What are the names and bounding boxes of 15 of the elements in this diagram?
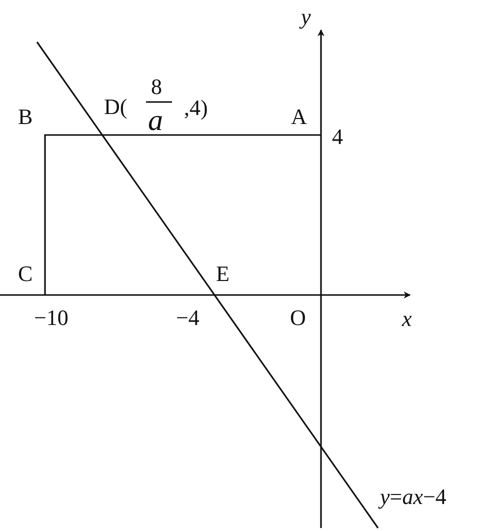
tick-label: 4 bbox=[332, 126, 343, 148]
equation-label: y=ax−4 bbox=[380, 486, 446, 508]
point-label: E bbox=[216, 263, 230, 285]
point-label: D( bbox=[104, 96, 128, 118]
point-label: B bbox=[18, 106, 33, 128]
coordinate-text: ,4) bbox=[184, 97, 208, 119]
axis-label: y bbox=[301, 6, 311, 28]
point-label: C bbox=[18, 263, 33, 285]
tick-label: −4 bbox=[176, 307, 200, 329]
point-label: A bbox=[291, 106, 307, 128]
tick-label: −10 bbox=[34, 307, 68, 329]
fraction-denominator: a bbox=[148, 106, 163, 136]
axis-label: x bbox=[402, 308, 412, 330]
point-label: O bbox=[290, 307, 306, 329]
fraction-numerator: 8 bbox=[151, 76, 162, 98]
